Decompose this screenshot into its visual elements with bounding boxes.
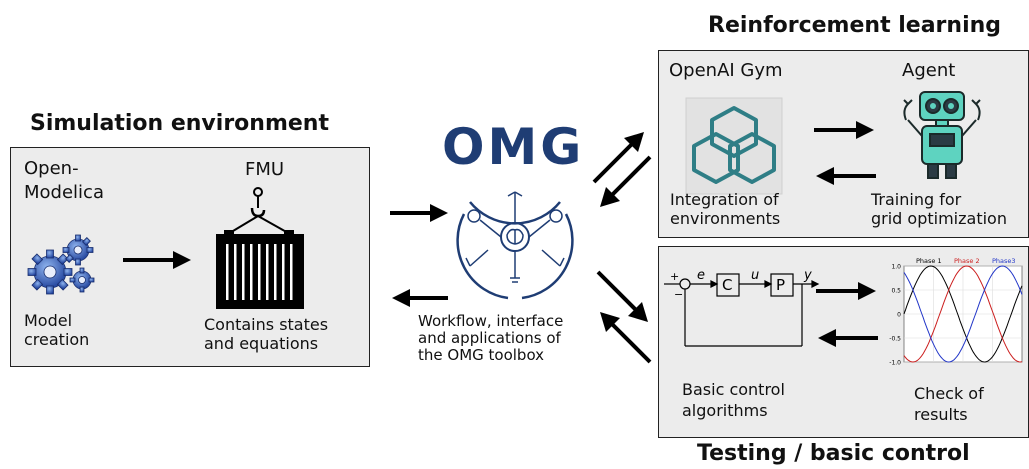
openai-gym-icon xyxy=(685,97,783,195)
omg-logo: OMG xyxy=(442,118,585,176)
arrow-from-rl-icon xyxy=(600,155,652,207)
control-loop-diagram: + − e C u P y xyxy=(664,268,820,347)
arrow-agent-to-gym-icon xyxy=(816,167,876,185)
robot-agent-icon xyxy=(903,91,981,179)
openai-gym-label: OpenAI Gym xyxy=(669,60,783,81)
plot-series-line xyxy=(903,265,1023,363)
arrow-from-omg-icon xyxy=(392,289,448,307)
training-label: Training for grid optimization xyxy=(871,190,1007,228)
model-creation-label: Model creation xyxy=(24,311,90,349)
omg-description: Workflow, interface and applications of … xyxy=(418,312,564,364)
container-crane-icon xyxy=(216,187,304,309)
integration-label: Integration of environments xyxy=(670,190,781,228)
arrow-to-omg-icon xyxy=(390,204,448,222)
loop-c: C xyxy=(722,276,732,294)
check-results-label: Check of results xyxy=(914,384,984,424)
fmu-label: FMU xyxy=(245,159,285,180)
plot-legend-entry: Phase 1 xyxy=(916,257,942,265)
plot-ytick-label: 1.0 xyxy=(891,264,901,271)
rl-title: Reinforcement learning xyxy=(708,13,1002,38)
gears-icon xyxy=(27,234,95,295)
loop-minus: − xyxy=(674,288,683,301)
loop-plus: + xyxy=(670,270,679,283)
arrow-right-icon xyxy=(123,251,191,269)
arrow-loop-to-plot-icon xyxy=(816,282,876,300)
plot-series-line xyxy=(903,265,1023,363)
loop-u: u xyxy=(751,268,759,283)
agent-label: Agent xyxy=(902,60,956,81)
simulation-title: Simulation environment xyxy=(30,111,329,136)
loop-e: e xyxy=(697,268,705,283)
plot-ytick-label: 0 xyxy=(897,312,901,319)
omg-toolbox-icon xyxy=(456,191,574,300)
loop-p: P xyxy=(776,276,785,294)
contains-states-label: Contains states and equations xyxy=(204,315,329,353)
plot-ytick-label: -1.0 xyxy=(889,360,901,367)
plot-ytick-label: -0.5 xyxy=(889,336,901,343)
arrow-to-rl-icon xyxy=(592,132,644,184)
basic-control-label: Basic control algorithms xyxy=(682,380,785,420)
phase-plot: 1.0 0.5 0 -0.5 -1.0 Phase 1 Phase 2 Phase3 xyxy=(889,257,1023,367)
arrow-gym-to-agent-icon xyxy=(814,121,874,139)
loop-y: y xyxy=(803,268,812,283)
arrow-from-testing-icon xyxy=(600,312,652,364)
plot-legend-entry: Phase 2 xyxy=(954,257,980,265)
openmodelica-label: Open- Modelica xyxy=(24,158,104,203)
testing-title: Testing / basic control xyxy=(697,441,970,466)
arrow-plot-to-loop-icon xyxy=(818,329,878,347)
plot-ytick-label: 0.5 xyxy=(891,288,901,295)
arrow-to-testing-icon xyxy=(596,270,648,322)
plot-legend-entry: Phase3 xyxy=(992,257,1016,265)
